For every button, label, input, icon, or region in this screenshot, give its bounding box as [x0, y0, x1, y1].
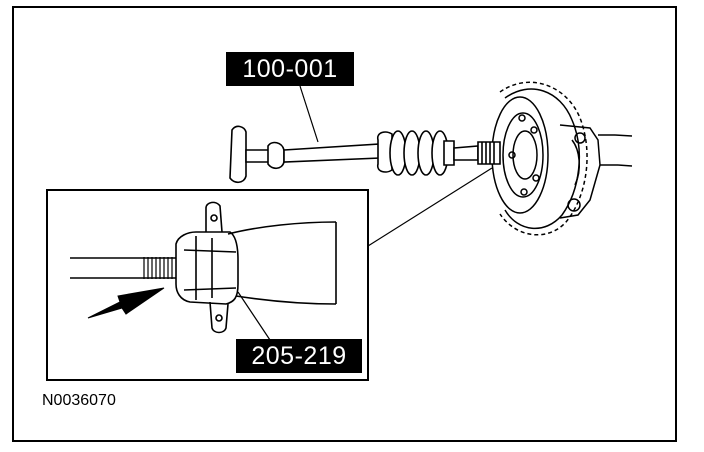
leader-bottom — [237, 291, 271, 341]
leader-inset — [367, 167, 493, 247]
slide-hammer — [229, 125, 501, 184]
leader-top — [299, 85, 319, 143]
inset-drawing — [70, 201, 337, 334]
tool-label-205-219: 205-219 — [236, 339, 362, 373]
hammer-weight — [376, 130, 455, 176]
t-handle — [229, 125, 247, 184]
tool-label-100-001: 100-001 — [226, 52, 354, 86]
hub-assembly — [491, 81, 633, 236]
figure-frame — [12, 6, 677, 442]
arrow-icon — [87, 287, 165, 319]
figure-id: N0036070 — [42, 392, 116, 409]
shaft — [283, 143, 381, 163]
